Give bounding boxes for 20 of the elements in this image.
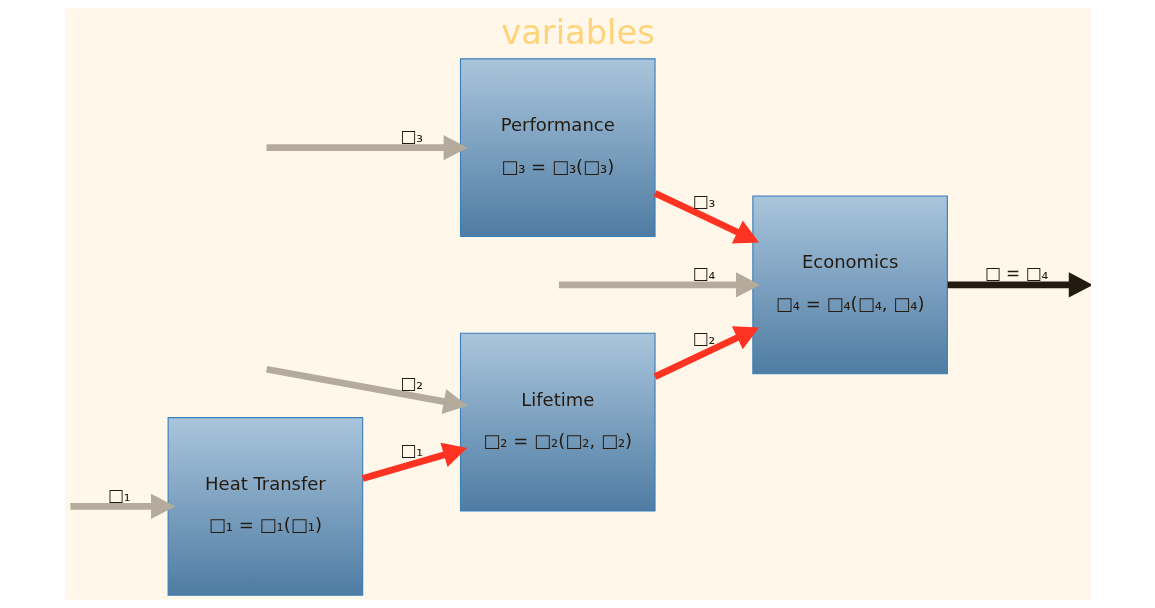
arrow [69,493,175,520]
arrow [558,272,760,298]
edge-label: □₁ [107,484,131,505]
edge-label: □ = □₄ [984,263,1048,284]
arrow [265,365,468,414]
edge-label: □₂ [692,328,715,349]
arrow [653,190,759,244]
edge-label: □₃ [692,191,715,212]
node-box: Lifetime □₂ = □₂(□₂, □₂) [459,332,656,512]
node-box: Economics □₄ = □₄(□₄, □₄) [751,195,948,375]
edge-label: □₂ [399,373,423,394]
edge-label: □₃ [399,126,423,147]
arrow [653,326,759,380]
node-box: Performance □₃ = □₃(□₃) [459,58,656,238]
edge-label: □₄ [692,263,715,284]
arrow [947,272,1091,298]
node-box: Heat Transfer □₁ = □₁(□₁) [167,417,363,596]
edge-label: □₁ [399,439,423,460]
diagram-title: variables [500,13,655,53]
arrow [361,442,467,482]
